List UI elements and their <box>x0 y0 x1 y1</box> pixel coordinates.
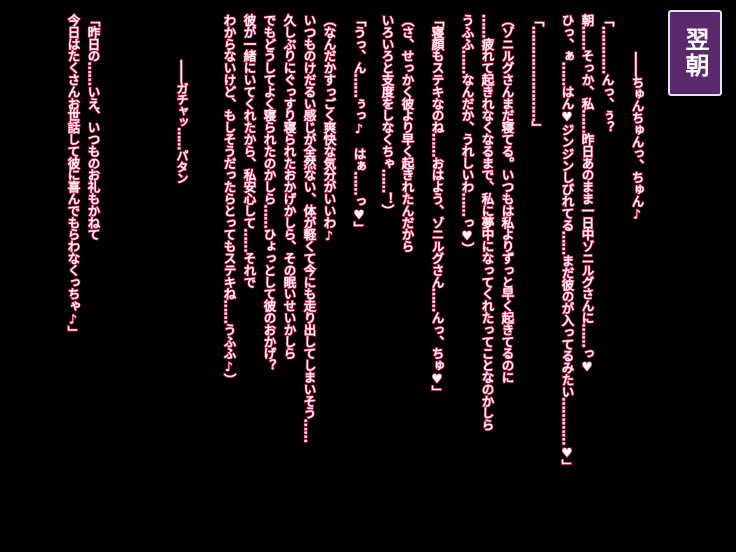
text-line-3: 朝……そっか、私……昨日あのまま一日中ゾニルグさんに……っ♥ <box>579 13 595 374</box>
scene-title-badge: 翌朝 <box>668 10 722 96</box>
text-line-8: うふふ……なんだか、うれしいわ……っ♥） <box>459 13 475 255</box>
text-line-4: ひっ、ぁ……はん♥ジンジンしびれてる……まだ彼のが入ってるみたい…………♥」 <box>559 13 575 472</box>
text-line-13: （なんだかすっごく爽快な気分がいいわ♪ <box>321 13 337 243</box>
text-line-14: いつものけだるい感じが全然ない、体が軽くて今にも走り出してしまいそう…… <box>301 13 317 443</box>
text-line-21: 今日はたくさんお世話して彼に喜んでもらわなくっちゃ♪」 <box>65 13 81 338</box>
text-line-20: 「昨日の……いえ、いつものお礼もかねて <box>85 13 101 241</box>
scene-title-label: 翌朝 <box>681 27 710 79</box>
text-line-11: いろいろと支度をしなくちゃ……！） <box>379 13 395 217</box>
text-line-7: ……疲れて起きれなくなるまで、私に夢中になってくれたってことなのかしら <box>479 13 495 431</box>
text-line-2: 「…………んっ、ぅ？ <box>599 13 615 134</box>
text-line-9: 「寝顔もステキなのね……おはよう、ゾニルグさん……んっ、ちゅ♥」 <box>429 13 445 398</box>
text-line-17: 彼が一緒にいてくれたから、私安心して……それで <box>241 13 257 288</box>
text-line-6: （ゾニルグさんまだ寝てる。いつもは私よりずっと早く起きてるのに <box>499 13 515 383</box>
sound-effect-line: ――ガチャッ……パタン <box>174 59 189 184</box>
text-line-10: （さ、せっかく彼より早く起きれたんだから <box>399 13 415 253</box>
text-line-5: 「……………………」 <box>529 13 545 134</box>
text-line-1: ――ちゅんちゅんっ、ちゅん♪ <box>629 51 645 222</box>
text-line-15: 久しぶりにぐっすり寝られたおかげかしら、その眠いせいかしら <box>281 13 297 360</box>
text-line-18: わからないけど、もしそうだったらとってもステキね……うふふ♪） <box>221 13 237 386</box>
text-line-16: でもどうしてよく寝られたのかしら……ひょっとして彼のおかげ？ <box>261 13 277 372</box>
text-line-12: 「うっ、ん……ぅっ♪ はぁ……っ♥」 <box>351 13 367 234</box>
